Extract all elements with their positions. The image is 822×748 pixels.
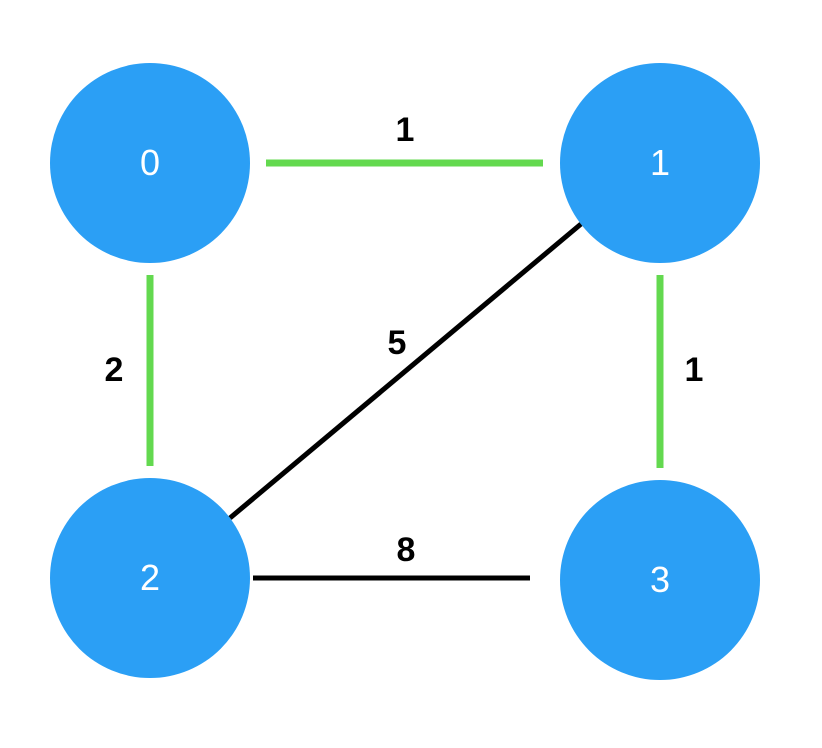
edges-group bbox=[146, 159, 664, 581]
graph-node-label: 1 bbox=[649, 142, 671, 183]
graph-node-label: 3 bbox=[649, 559, 671, 600]
graph-node-label: 2 bbox=[139, 557, 161, 598]
edge-weight-label: 1 bbox=[684, 351, 704, 389]
edge-weight-label: 5 bbox=[387, 324, 407, 362]
edge-weight-label: 1 bbox=[395, 111, 415, 149]
edge-weight-label: 8 bbox=[396, 531, 416, 569]
graph-node-3[interactable]: 3 bbox=[560, 480, 760, 680]
graph-node-0[interactable]: 0 bbox=[50, 63, 250, 263]
graph-node-1[interactable]: 1 bbox=[560, 63, 760, 263]
graph-node-label: 0 bbox=[139, 142, 161, 183]
edge-weight-label: 2 bbox=[104, 351, 124, 389]
graph-node-2[interactable]: 2 bbox=[50, 478, 250, 678]
graph-edge[interactable] bbox=[228, 222, 583, 520]
